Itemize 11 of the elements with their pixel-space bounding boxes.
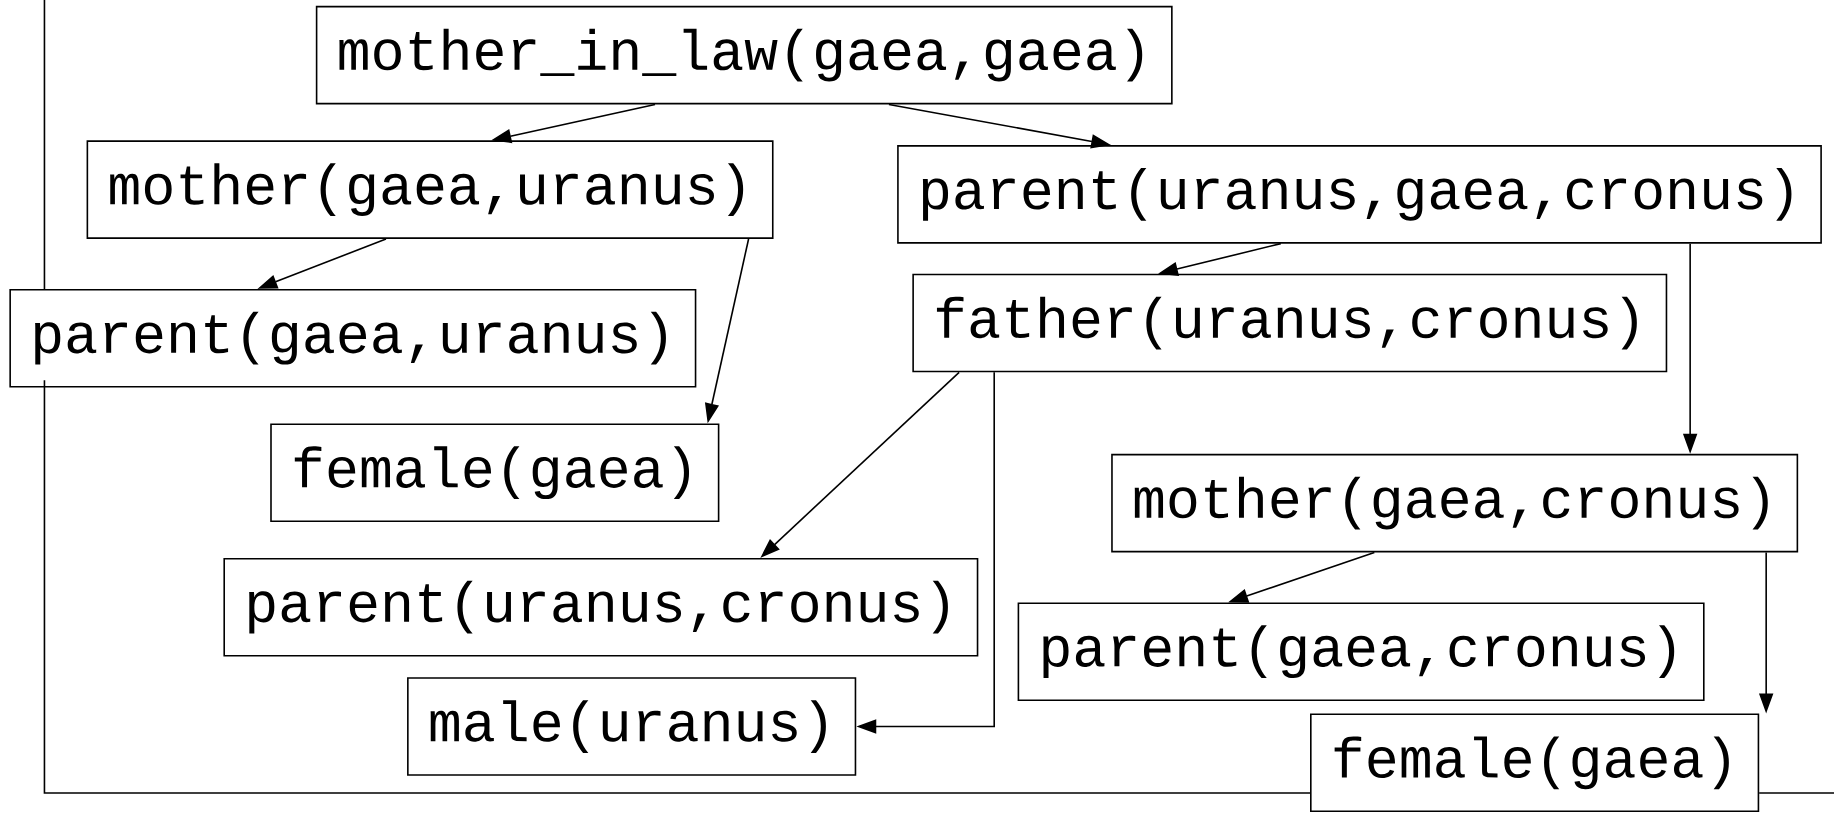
term-box: father(uranus,cronus) bbox=[912, 273, 1668, 373]
term-box: parent(uranus,gaea,cronus) bbox=[897, 145, 1822, 244]
term-box: mother_in_law(gaea,gaea) bbox=[315, 5, 1173, 105]
term-box: female(gaea) bbox=[270, 423, 720, 523]
term-box: mother(gaea,cronus) bbox=[1111, 453, 1799, 553]
term-box: mother(gaea,uranus) bbox=[86, 140, 774, 240]
term-box: parent(uranus,cronus) bbox=[223, 558, 979, 657]
term-box: parent(gaea,cronus) bbox=[1017, 602, 1705, 702]
term-box: parent(gaea,uranus) bbox=[9, 289, 697, 388]
term-box: male(uranus) bbox=[407, 677, 857, 776]
term-box: female(gaea) bbox=[1310, 713, 1760, 813]
